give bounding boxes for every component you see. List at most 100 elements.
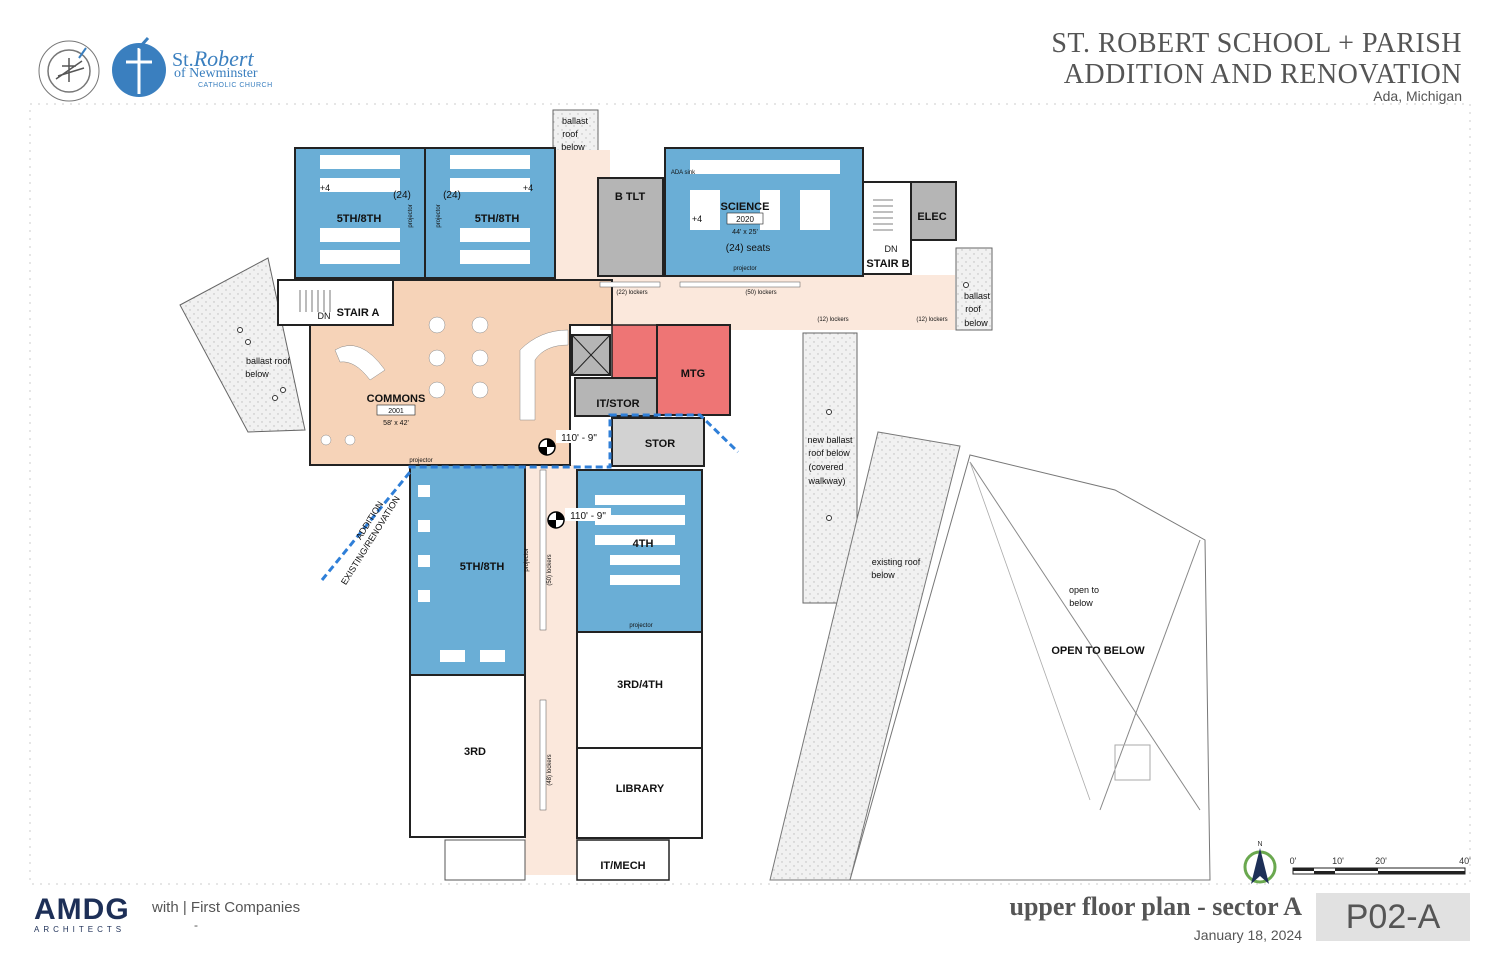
- room-label-c6: 3RD: [464, 746, 486, 758]
- scale-label-0: 0': [1290, 856, 1297, 866]
- dimension-label-1: 110' - 9": [561, 433, 597, 444]
- dimension-label-2: 110' - 9": [570, 511, 606, 522]
- lockers-12b: (12) lockers: [916, 317, 947, 323]
- room-label-c1: 5TH/8TH: [337, 213, 382, 225]
- projector-label-3: projector: [733, 266, 756, 272]
- projector-label-1: projector: [408, 204, 414, 227]
- scale-bar: [1292, 867, 1466, 875]
- open-to-below-label: OPEN TO BELOW: [1051, 645, 1145, 657]
- scale-label-10: 10': [1332, 856, 1344, 866]
- classroom-4th: [576, 469, 703, 633]
- ballast-top-3: below: [561, 142, 585, 152]
- room-label-c2: 5TH/8TH: [475, 213, 520, 225]
- church-name: St.Robert: [172, 46, 254, 71]
- open-to-1: open to: [1069, 585, 1099, 595]
- seat-label-c1: (24): [393, 190, 411, 201]
- ballast-roof-left: [179, 257, 306, 433]
- room-dim-commons: 58' x 42': [383, 420, 409, 427]
- room-label-itmech: IT/MECH: [600, 860, 645, 872]
- room-label-commons: COMMONS: [367, 393, 426, 405]
- with-text: with | First Companies: [152, 899, 301, 916]
- restroom-btlt: [597, 177, 664, 277]
- walkway-3: (covered: [808, 462, 843, 472]
- classroom-3rd4th: [576, 631, 703, 749]
- ballast-right-1: ballast: [964, 291, 991, 301]
- lockers-12a: (12) lockers: [817, 317, 848, 323]
- sheet-border: [29, 103, 1471, 885]
- school-logo-icon: [38, 40, 100, 102]
- ballast-roof-top: [552, 109, 599, 157]
- sheet-title: upper floor plan - sector A: [1009, 892, 1302, 921]
- dimension-marker-1: [538, 438, 556, 456]
- elec-room: [910, 181, 957, 241]
- stair-a: [277, 279, 394, 326]
- sheet-number: P02-A: [1316, 893, 1470, 941]
- existing-roof-2: below: [871, 570, 895, 580]
- room-label-it-stor: IT/STOR: [596, 398, 639, 410]
- corridor-south: [525, 465, 577, 875]
- walkway-2: roof below: [808, 448, 850, 458]
- room-label-btlt: B TLT: [615, 191, 646, 203]
- room-label-science: SCIENCE: [721, 201, 770, 213]
- commons-room: [309, 279, 613, 466]
- plus-science: +4: [692, 214, 702, 224]
- dimension-marker-2: [547, 511, 565, 529]
- ballast-roof-right: [955, 247, 993, 331]
- room-label-elec: ELEC: [917, 211, 946, 223]
- stair-b: [862, 181, 912, 275]
- seat-label-c2: (24): [443, 190, 461, 201]
- itmech-room: [576, 839, 670, 881]
- room-label-c4: 4TH: [633, 538, 654, 550]
- scale-label-20: 20': [1375, 856, 1387, 866]
- room-label-c5: 3RD/4TH: [617, 679, 663, 691]
- north-arrow-icon: [1243, 848, 1277, 884]
- open-to-below-area: [849, 454, 1211, 881]
- firm-sub: ARCHITECTS: [34, 925, 126, 934]
- it-stor-room: [574, 377, 658, 417]
- walkway-1: new ballast: [807, 435, 853, 445]
- with-dash: -: [194, 918, 198, 932]
- lockers-50b: (50) lockers: [547, 554, 553, 585]
- lockers-48: (48) lockers: [547, 754, 553, 785]
- room-label-c3: 5TH/8TH: [460, 561, 505, 573]
- seats-science: (24) seats: [726, 243, 770, 254]
- open-to-2: below: [1069, 598, 1093, 608]
- projector-label-4: projector: [409, 458, 432, 464]
- church-name-line3: CATHOLIC CHURCH: [198, 82, 273, 89]
- classroom-5th8th-c: [409, 464, 526, 676]
- north-label: N: [1257, 841, 1262, 848]
- church-logo-icon: [112, 36, 166, 97]
- walkway-4: walkway): [807, 476, 845, 486]
- ballast-left-1: ballast roof: [246, 356, 291, 366]
- room-number-commons: 2001: [388, 408, 404, 415]
- scale-label-40: 40': [1459, 856, 1471, 866]
- sheet-date: January 18, 2024: [1193, 927, 1302, 943]
- dn-label-a: DN: [318, 311, 331, 321]
- existing-roof-1: existing roof: [872, 557, 921, 567]
- lockers-22: (22) lockers: [616, 290, 647, 296]
- ballast-top-2: roof: [562, 129, 578, 139]
- ada-sink-label: ADA sink: [671, 170, 696, 176]
- room-label-stor: STOR: [645, 438, 675, 450]
- room-label-mtg: MTG: [681, 368, 705, 380]
- room-label-stair-a: STAIR A: [337, 307, 380, 319]
- projector-label-2: projector: [436, 204, 442, 227]
- classroom-3rd: [409, 674, 526, 838]
- room-number-science: 2020: [736, 215, 754, 224]
- ballast-right-3: below: [964, 318, 988, 328]
- existing-room-south: [444, 839, 526, 881]
- room-label-stair-b: STAIR B: [866, 258, 909, 270]
- plus-label-c1: +4: [320, 183, 330, 193]
- room-label-library: LIBRARY: [616, 783, 665, 795]
- stor-room: [611, 417, 705, 467]
- project-location: Ada, Michigan: [1373, 88, 1462, 104]
- ballast-left-2: below: [245, 369, 269, 379]
- ballast-right-2: roof: [965, 304, 981, 314]
- plus-label-c2: +4: [523, 183, 533, 193]
- ballast-top-1: ballast: [562, 116, 589, 126]
- church-name-line2: of Newminster: [174, 66, 258, 81]
- project-title-line2: ADDITION AND RENOVATION: [1063, 59, 1462, 90]
- addition-boundary-line: [320, 413, 740, 581]
- dn-label-b: DN: [885, 244, 898, 254]
